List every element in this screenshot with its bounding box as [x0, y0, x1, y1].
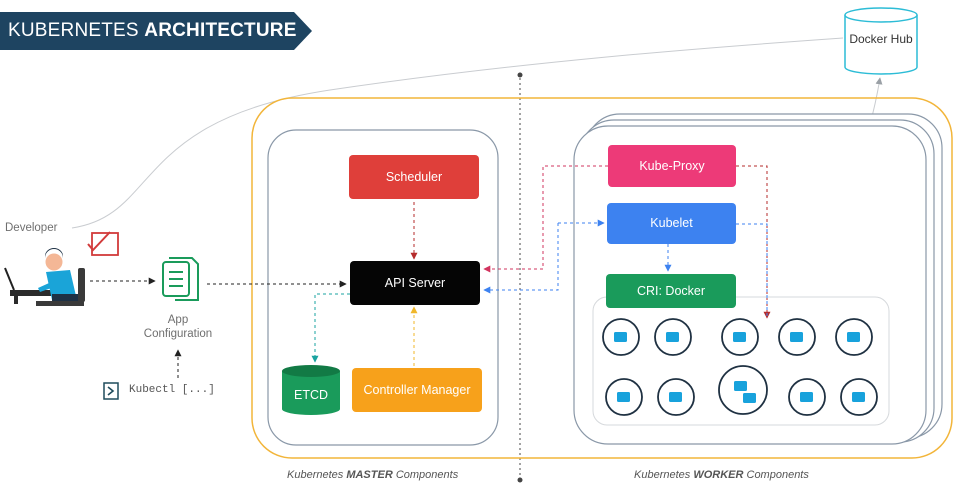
- container-icon: [734, 381, 747, 391]
- pod: [605, 378, 643, 416]
- cri-docker-box: CRI: Docker: [606, 274, 736, 308]
- app-configuration-icon: [162, 257, 199, 301]
- container-icon: [852, 392, 865, 402]
- master-caption-suffix: Components: [392, 469, 459, 481]
- cluster-boundary: [251, 97, 953, 459]
- etcd-label: ETCD: [293, 387, 329, 402]
- container-icon: [666, 332, 679, 342]
- container-icon: [669, 392, 682, 402]
- worker-caption-prefix: Kubernetes: [634, 469, 694, 481]
- api-to-etcd-arrow: [311, 293, 350, 363]
- worker-caption-bold: WORKER: [693, 469, 744, 481]
- separator-dot-top: [517, 72, 523, 78]
- container-icon: [733, 332, 746, 342]
- terminal-icon: [103, 382, 119, 400]
- separator-dot-bottom: [517, 477, 523, 483]
- kube-proxy-box: Kube-Proxy: [608, 145, 736, 187]
- title-banner: [0, 12, 312, 50]
- developer-to-registry-line: [71, 37, 844, 229]
- etcd-box: ETCD: [281, 364, 341, 416]
- developer-icon: [4, 248, 85, 306]
- edit-check-icon: [87, 231, 119, 256]
- docker-hub-label: Docker Hub: [849, 32, 913, 46]
- title-prefix: KUBERNETES: [8, 20, 145, 41]
- controller-manager-box: Controller Manager: [352, 368, 482, 412]
- kubectl-command: Kubectl [...]: [129, 384, 215, 396]
- app-configuration-label: App Configuration: [143, 314, 213, 340]
- kubelet-to-api-arrow: [483, 223, 559, 294]
- master-caption-prefix: Kubernetes: [287, 469, 347, 481]
- kubelet-to-pods-arrow: [736, 223, 768, 318]
- container-icon: [847, 332, 860, 342]
- page-title: KUBERNETES ARCHITECTURE: [8, 20, 297, 42]
- container-icon: [617, 392, 630, 402]
- kubelet-box: Kubelet: [607, 203, 736, 244]
- container-icon: [614, 332, 627, 342]
- pod: [654, 318, 692, 356]
- pod: [778, 318, 816, 356]
- container-icon: [800, 392, 813, 402]
- scheduler-box: Scheduler: [349, 155, 479, 199]
- kube-proxy-to-api-arrow: [483, 165, 608, 273]
- pod: [602, 318, 640, 356]
- pods-layer: [602, 318, 878, 416]
- worker-components-caption: Kubernetes WORKER Components: [634, 469, 809, 481]
- pod: [718, 365, 768, 415]
- master-components-caption: Kubernetes MASTER Components: [287, 469, 458, 481]
- container-icon: [743, 393, 756, 403]
- api-server-box: API Server: [350, 261, 480, 305]
- pod: [657, 378, 695, 416]
- title-bold: ARCHITECTURE: [144, 20, 297, 41]
- pod: [788, 378, 826, 416]
- pod: [721, 318, 759, 356]
- master-caption-bold: MASTER: [346, 469, 393, 481]
- etcd-cylinder-icon: [282, 365, 340, 415]
- pod: [835, 318, 873, 356]
- worker-caption-suffix: Components: [743, 469, 809, 481]
- docker-hub-icon: [844, 7, 918, 75]
- pod: [840, 378, 878, 416]
- container-icon: [790, 332, 803, 342]
- developer-label: Developer: [5, 222, 58, 234]
